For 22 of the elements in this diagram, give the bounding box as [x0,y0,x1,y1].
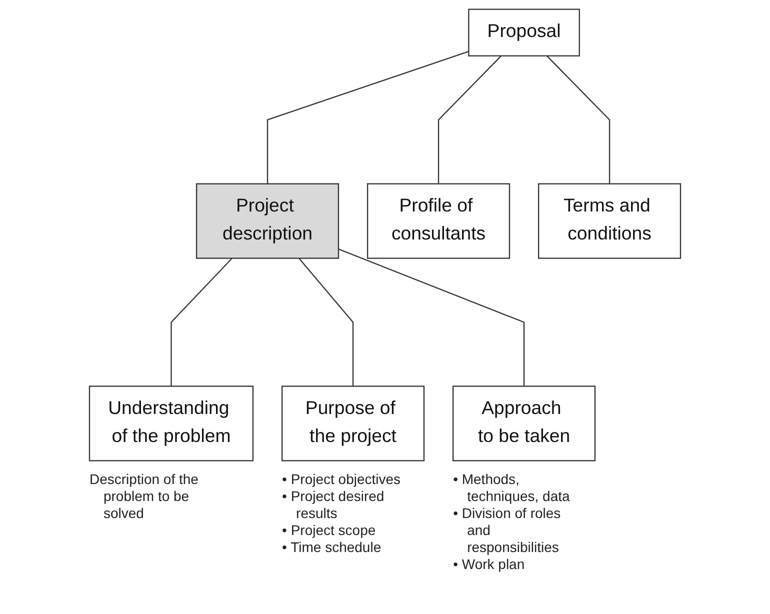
note-text: • Project scope [282,522,377,539]
node-box [538,183,682,259]
note-text: • Time schedule [282,538,382,556]
connector [438,55,502,184]
note-text: • Project objectives [282,470,402,488]
connector [298,258,354,386]
connector [546,55,610,184]
note-text: • Division of roles and responsibilities [453,504,562,556]
node-box [281,386,425,462]
connector [170,258,233,386]
tree-diagram: Proposal Project description Profile of consultants Terms and conditions Understanding of the problem Purpose of the project Approach to be taken [0,0,770,470]
node-box [366,183,510,259]
note-text: Description of the problem to be solved [89,470,200,522]
node-box [452,386,596,462]
node-box [88,386,254,462]
connector [338,248,525,386]
node-box [196,183,340,259]
note-text: • Work plan [453,556,526,573]
connector [266,50,469,184]
node-box [468,8,580,56]
note-text: • Project desired results [282,488,386,522]
note-text: • Methods, techniques, data [453,470,571,505]
